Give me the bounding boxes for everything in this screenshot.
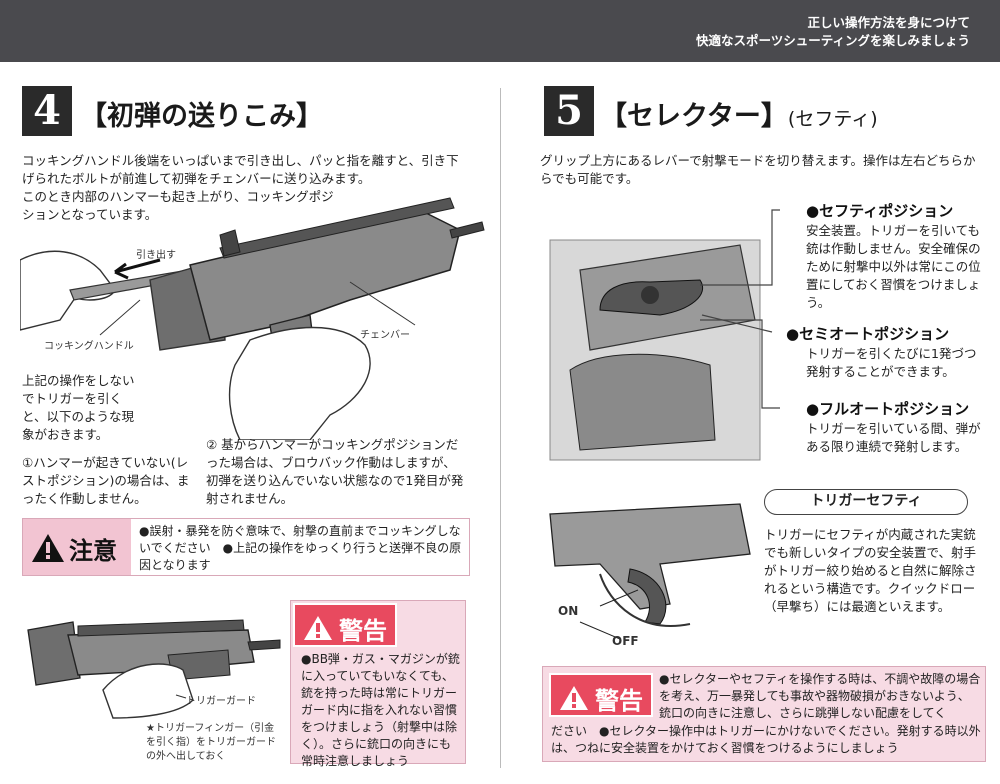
compact-hand-shape <box>102 663 194 719</box>
guard-leader-line <box>175 694 187 699</box>
safety-position-text: 安全装置。トリガーを引いても銃は作動しません。安全確保のために射撃中以外は常にこ… <box>806 223 981 310</box>
pull-label: 引き出す <box>136 250 176 261</box>
section-5-number: 5 <box>544 86 594 136</box>
trigger-safety-heading: トリガーセフティ <box>764 489 968 515</box>
caution-text: ●誤射・暴発を防ぐ意味で、射撃の直前までコッキングしないでください ●上記の操作… <box>139 524 462 572</box>
pull-arrow-icon <box>114 258 161 280</box>
trigger-finger-illustration <box>27 619 281 719</box>
case-2-text: ② 基からハンマーがコッキングポジションだった場合は、ブロウバック作動はしますが… <box>206 437 464 506</box>
selector-illustration <box>549 209 780 461</box>
warning-text-4: ●BB弾・ガス・マガジンが銃に入っていてもいなくても、銃を持った時は常にトリガー… <box>301 652 460 768</box>
misoperation-text: 上記の操作をしないでトリガーを引くと、以下のような現象がおきます。 <box>22 373 135 442</box>
right-hand-shape <box>228 326 371 440</box>
rifle-cocking-illustration <box>20 197 485 440</box>
warning-text-5b: ださい ●セレクター操作中はトリガーにかけないでください。発射する時以外は、つね… <box>551 724 981 755</box>
header-tagline: 正しい操作方法を身につけて 快適なスポーツシューティングを楽しみましょう <box>696 14 970 50</box>
selector-pivot-icon <box>641 286 659 304</box>
column-divider <box>500 88 501 768</box>
trigger-receiver-shape <box>549 503 751 610</box>
section-5-intro: グリップ上方にあるレバーで射撃モードを切り替えます。操作は左右どちらからでも可能… <box>540 153 976 186</box>
on-pointer-line <box>599 589 639 607</box>
compact-stock-shape <box>27 621 81 686</box>
warning-icon-5 <box>560 686 588 710</box>
header-line-2: 快適なスポーツシューティングを楽しみましょう <box>695 33 970 48</box>
caution-box: 注意 ●誤射・暴発を防ぐ意味で、射撃の直前までコッキングしないでください ●上記… <box>22 518 470 576</box>
semi-leader-line <box>701 314 773 333</box>
trigger-finger-note: ★トリガーフィンガー（引金を引く指）をトリガーガードの外へ出しておく <box>146 723 276 762</box>
compact-rail-shape <box>77 619 245 637</box>
chamber-leader-line <box>349 281 416 326</box>
full-position-text: トリガーを引いている間、弾がある限り連続で発射します。 <box>806 421 981 454</box>
safety-position-heading: ●セフティポジション <box>806 202 954 220</box>
on-line <box>579 621 621 640</box>
section-4-intro: コッキングハンドル後端をいっぱいまで引き出し、パッと指を離すと、引き下げられたボ… <box>22 153 459 186</box>
section-4-intro-2: このとき内部のハンマーも起き上がり、コッキングポジションとなっています。 <box>22 189 334 222</box>
rear-sight-shape <box>219 229 241 257</box>
section-5-title-main: 【セレクター】 <box>600 101 788 132</box>
warning-badge-4: 警告 <box>293 603 397 647</box>
warning-icon-4 <box>304 616 332 640</box>
handle-leader-line <box>99 299 141 336</box>
on-label: ON <box>558 604 579 618</box>
compact-barrel-shape <box>247 639 281 651</box>
section-5-subtitle: (セフティ) <box>787 108 878 130</box>
off-label: OFF <box>612 634 639 648</box>
grip-shape <box>569 353 716 451</box>
top-rail-shape <box>219 197 455 259</box>
section-4-number: 4 <box>22 86 72 136</box>
section-4-title: 【初弾の送りこみ】 <box>80 101 323 132</box>
section-5-title: 【セレクター】(セフティ) <box>600 94 878 133</box>
trigger-guard-shape <box>599 573 691 627</box>
warning-label-5: 警告 <box>595 687 643 715</box>
warning-box-4: 警告 ●BB弾・ガス・マガジンが銃に入っていてもいなくても、銃を持った時は常にト… <box>290 600 466 768</box>
warning-label-4: 警告 <box>339 617 387 645</box>
header-line-1: 正しい操作方法を身につけて <box>807 15 970 30</box>
trigger-shape <box>627 568 667 625</box>
warning-text-5a: ●セレクターやセフティを操作する時は、不調や故障の場合を考え、万一暴発しても事故… <box>659 672 981 720</box>
warning-box-5: 警告 ●セレクターやセフティを操作する時は、不調や故障の場合を考え、万一暴発して… <box>542 666 986 762</box>
full-position-heading: ●フルオートポジション <box>806 400 970 418</box>
header-banner: 正しい操作方法を身につけて 快適なスポーツシューティングを楽しみましょう <box>0 0 1000 62</box>
trigger-safety-text: トリガーにセフティが内蔵された実銃でも新しいタイプの安全装置で、射手がトリガー絞… <box>764 527 977 614</box>
chamber-label: チェンバー <box>360 330 410 341</box>
case-1-text: ①ハンマーが起きていない(レストポジション)の場合は、まったく作動しません。 <box>22 455 190 506</box>
semi-position-text: トリガーを引くたびに1発づつ発射することができます。 <box>806 346 977 379</box>
trigger-safety-illustration <box>549 503 751 640</box>
caution-warning-icon <box>32 534 64 562</box>
full-leader-line <box>700 319 780 409</box>
cocking-handle-label: コッキングハンドル <box>44 341 134 352</box>
semi-position-heading: ●セミオートポジション <box>786 325 950 343</box>
caution-badge: 注意 <box>23 519 131 575</box>
barrel-shape <box>449 221 485 239</box>
trigger-guard-label: トリガーガード <box>186 696 256 707</box>
warning-badge-5: 警告 <box>549 673 653 717</box>
caution-label: 注意 <box>69 537 117 565</box>
safety-leader-line <box>700 209 780 286</box>
